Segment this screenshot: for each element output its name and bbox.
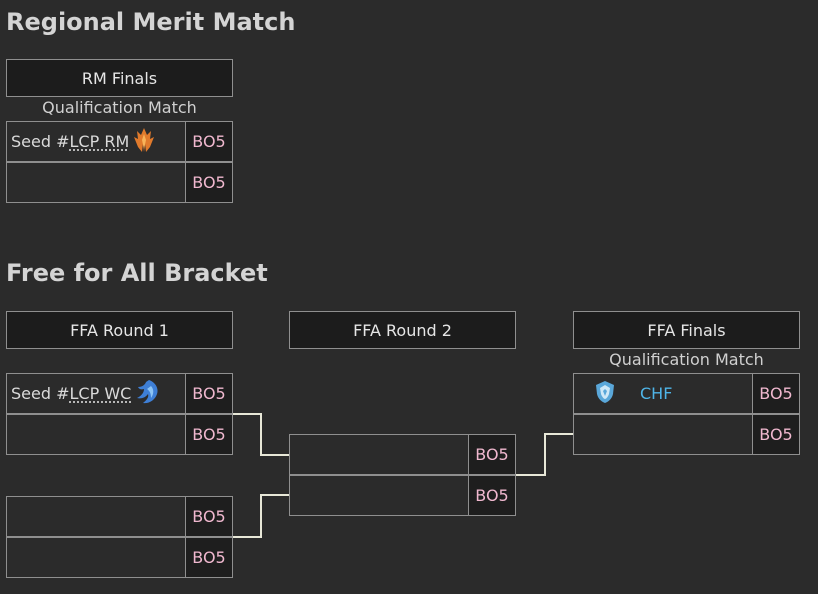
ffa-round1-header: FFA Round 1 bbox=[6, 311, 233, 349]
best-of-label: BO5 bbox=[752, 415, 799, 454]
connector-r2-to-finals bbox=[516, 433, 573, 476]
rm-qualification-label: Qualification Match bbox=[42, 98, 197, 117]
regional-section-title: Regional Merit Match bbox=[6, 8, 296, 36]
wave-dragon-icon bbox=[135, 378, 161, 410]
best-of-label: BO5 bbox=[185, 538, 232, 577]
rm-finals-header: RM Finals bbox=[6, 59, 233, 97]
best-of-label: BO5 bbox=[468, 476, 515, 515]
team-name[interactable]: Seed #LCP RM bbox=[7, 122, 155, 161]
best-of-label: BO5 bbox=[185, 497, 232, 536]
seed-abbreviation[interactable]: LCP WC bbox=[69, 384, 132, 403]
best-of-label: BO5 bbox=[185, 374, 232, 413]
seed-abbreviation[interactable]: LCP RM bbox=[69, 132, 130, 151]
ffa-finals-slot-1[interactable]: CHF BO5 bbox=[573, 373, 800, 414]
flame-icon bbox=[133, 127, 155, 157]
best-of-label: BO5 bbox=[752, 374, 799, 413]
ffa-finals-header: FFA Finals bbox=[573, 311, 800, 349]
ffa-r2-slot-1[interactable]: BO5 bbox=[289, 434, 516, 475]
best-of-label: BO5 bbox=[185, 415, 232, 454]
ffa-r1-slot-4[interactable]: BO5 bbox=[6, 537, 233, 578]
connector-r1-top-to-r2 bbox=[233, 413, 289, 456]
ffa-qualification-label: Qualification Match bbox=[609, 350, 764, 369]
connector-r1-bottom-to-r2 bbox=[233, 494, 289, 538]
team-name[interactable]: CHF bbox=[574, 374, 672, 413]
seed-prefix: Seed # bbox=[11, 384, 70, 403]
shield-icon bbox=[594, 380, 616, 408]
ffa-round2-header: FFA Round 2 bbox=[289, 311, 516, 349]
ffa-r1-slot-3[interactable]: BO5 bbox=[6, 496, 233, 537]
rm-match-slot-1[interactable]: Seed #LCP RM BO5 bbox=[6, 121, 233, 162]
rm-match-slot-2[interactable]: BO5 bbox=[6, 162, 233, 203]
team-name[interactable]: Seed #LCP WC bbox=[7, 374, 161, 413]
best-of-label: BO5 bbox=[468, 435, 515, 474]
best-of-label: BO5 bbox=[185, 163, 232, 202]
ffa-finals-slot-2[interactable]: BO5 bbox=[573, 414, 800, 455]
ffa-section-title: Free for All Bracket bbox=[6, 259, 268, 287]
team-chf-label[interactable]: CHF bbox=[640, 384, 673, 403]
seed-prefix: Seed # bbox=[11, 132, 70, 151]
ffa-r1-slot-1[interactable]: Seed #LCP WC BO5 bbox=[6, 373, 233, 414]
ffa-r2-slot-2[interactable]: BO5 bbox=[289, 475, 516, 516]
ffa-r1-slot-2[interactable]: BO5 bbox=[6, 414, 233, 455]
best-of-label: BO5 bbox=[185, 122, 232, 161]
